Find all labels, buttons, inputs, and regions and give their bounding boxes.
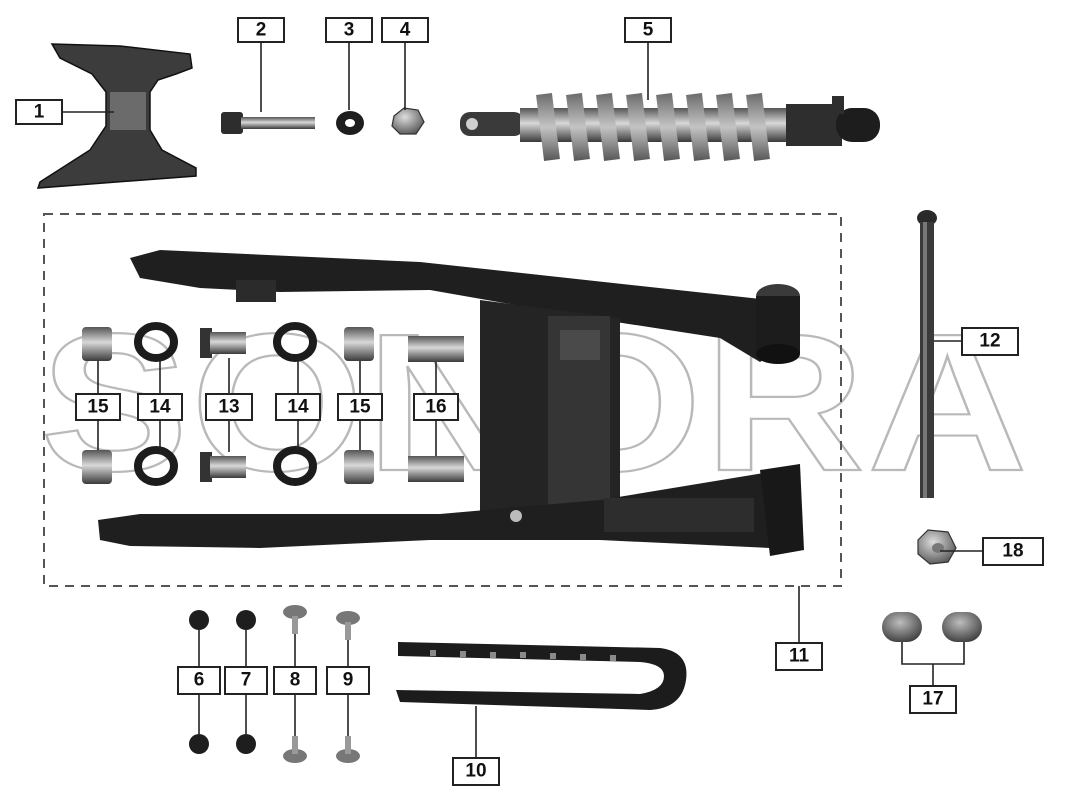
callout-14-left: 14: [137, 393, 183, 421]
part-15-bushing-lower-left: [82, 450, 112, 484]
part-14-seal-ring-lower-right: [273, 446, 317, 486]
svg-text:12: 12: [979, 331, 1000, 352]
callout-4: 4: [381, 17, 429, 43]
callout-13: 13: [205, 393, 253, 421]
part-15-bushing-upper-left: [82, 327, 112, 361]
svg-text:8: 8: [290, 670, 301, 691]
callout-10: 10: [452, 757, 500, 786]
callout-1: 1: [15, 99, 63, 125]
callout-8: 8: [273, 666, 317, 695]
part-17-caps: [882, 612, 982, 642]
callout-12: 12: [961, 327, 1019, 356]
part-18-nut: [917, 529, 957, 565]
svg-text:14: 14: [149, 397, 171, 418]
callout-9: 9: [326, 666, 370, 695]
part-15-bushing-upper-right: [344, 327, 374, 361]
part-13-collar-upper: [200, 328, 246, 358]
callout-5: 5: [624, 17, 672, 43]
part-5-rear-shock-absorber: [460, 93, 880, 161]
part-9-bolts: [336, 611, 360, 763]
svg-text:14: 14: [287, 397, 309, 418]
callout-7: 7: [224, 666, 268, 695]
callout-18: 18: [982, 537, 1044, 566]
svg-text:1: 1: [34, 102, 45, 123]
part-12-axle-bolt: [917, 210, 937, 498]
part-1-chain-guard-plate: [36, 43, 197, 189]
part-16-spacer-tube-upper: [408, 336, 464, 362]
svg-text:3: 3: [344, 20, 355, 41]
callout-2: 2: [237, 17, 285, 43]
svg-text:6: 6: [194, 670, 205, 691]
callout-17: 17: [909, 685, 957, 714]
svg-text:13: 13: [218, 397, 239, 418]
svg-text:7: 7: [241, 670, 252, 691]
svg-text:4: 4: [400, 20, 411, 41]
svg-text:10: 10: [465, 761, 486, 782]
svg-text:18: 18: [1002, 541, 1023, 562]
part-11-swingarm: [98, 250, 804, 556]
callout-16: 16: [413, 393, 459, 421]
svg-text:17: 17: [922, 689, 943, 710]
callout-15-right: 15: [337, 393, 383, 421]
svg-text:2: 2: [256, 20, 267, 41]
part-14-seal-ring-lower-left: [134, 446, 178, 486]
svg-text:11: 11: [789, 646, 810, 667]
callout-3: 3: [325, 17, 373, 43]
part-4-nut: [391, 107, 425, 135]
part-14-seal-ring-upper-left: [134, 322, 178, 362]
part-10-chain-slider: [396, 642, 687, 710]
swingarm-kit-frame: [43, 213, 842, 587]
callout-11: 11: [775, 642, 823, 671]
svg-text:16: 16: [425, 397, 446, 418]
leader-lines: [62, 42, 983, 758]
part-13-collar-lower: [200, 452, 246, 482]
part-15-bushing-lower-right: [344, 450, 374, 484]
part-6-cap-nuts: [189, 610, 209, 754]
part-2-bolt: [221, 112, 315, 134]
callout-15-left: 15: [75, 393, 121, 421]
part-3-washer: [336, 111, 364, 135]
part-16-spacer-tube-lower: [408, 456, 464, 482]
svg-text:9: 9: [343, 670, 354, 691]
part-14-seal-ring-upper-right: [273, 322, 317, 362]
svg-text:5: 5: [643, 20, 654, 41]
svg-text:15: 15: [87, 397, 109, 418]
svg-text:15: 15: [349, 397, 371, 418]
callout-6: 6: [177, 666, 221, 695]
part-8-bolts: [283, 605, 307, 763]
callout-14-right: 14: [275, 393, 321, 421]
part-7-cap-nuts: [236, 610, 256, 754]
